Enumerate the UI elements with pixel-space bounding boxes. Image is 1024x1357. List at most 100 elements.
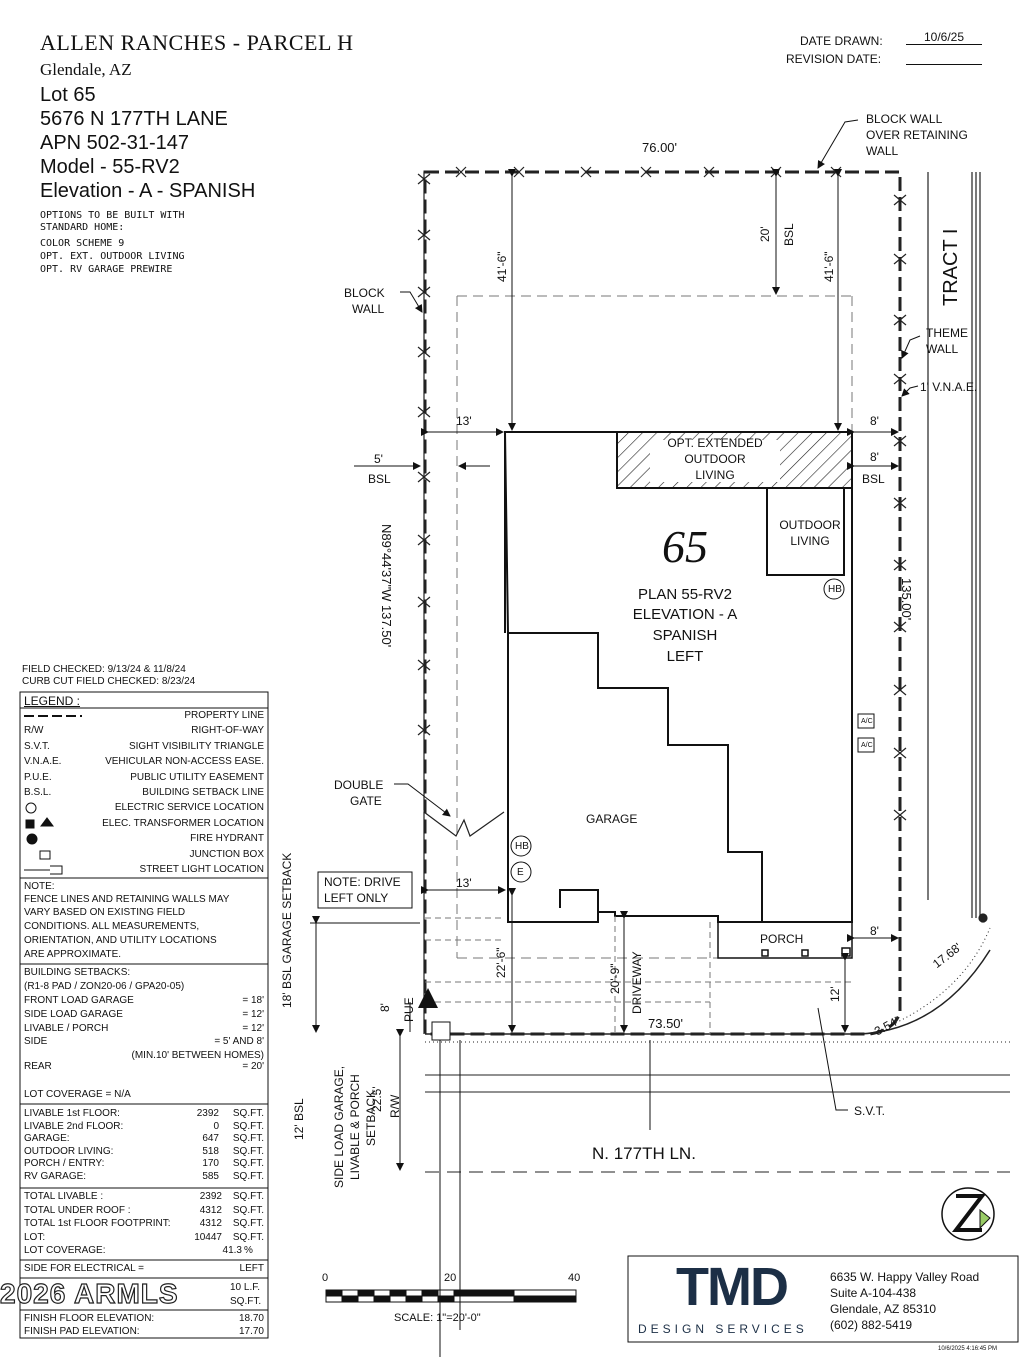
legend-desc: PUBLIC UTILITY EASEMENT [130, 771, 264, 783]
legend-row: V.N.A.E.VEHICULAR NON-ACCESS EASE. [24, 756, 264, 771]
e-label: E [517, 867, 524, 878]
dim-side-bsl-left: 5' [374, 452, 383, 466]
double-gate-label: DOUBLE [334, 778, 384, 792]
dim-rear-bsl-label: BSL [782, 223, 796, 246]
driveway-label: DRIVEWAY [630, 951, 644, 1014]
block-wall-top-label: BLOCK WALL [866, 112, 943, 126]
hidden-row-value: SQ.FT. [230, 1296, 262, 1307]
outdoor-living-box [766, 487, 845, 576]
options-sub: STANDARD HOME: [40, 222, 125, 233]
scale-bar [325, 1289, 577, 1303]
theme-wall-label: WALL [926, 342, 959, 356]
note-drive-text: NOTE: DRIVE [324, 875, 401, 889]
legend-code: R/W [24, 725, 44, 737]
company-box [627, 1255, 1019, 1343]
dim-side-right-top: 8' [870, 414, 879, 428]
note-line: CONDITIONS. ALL MEASUREMENTS, [24, 921, 200, 932]
elevation-row: FINISH PAD ELEVATION:17.70 [24, 1326, 264, 1337]
side-load-bsl: 12' BSL [292, 1098, 306, 1140]
revision-date-value [906, 50, 982, 65]
note-drive-text: LEFT ONLY [324, 891, 389, 905]
house-footprint [503, 431, 853, 923]
leader-lines [394, 119, 921, 1111]
legend-desc: RIGHT-OF-WAY [191, 725, 264, 737]
legend-desc: ELECTRIC SERVICE LOCATION [114, 802, 264, 814]
legend-row: B.S.L. BUILDING SETBACK LINE [24, 787, 264, 802]
property-line [423, 170, 902, 1036]
pue-label: PUE [402, 997, 416, 1022]
dim-side-left-lower: 13' [456, 876, 472, 890]
dim-front-left: 22'-6" [494, 947, 508, 978]
dim-side-right-bsl: BSL [862, 472, 885, 486]
legend-desc: FIRE HYDRANT [190, 833, 264, 845]
garage-label: GARAGE [586, 812, 638, 826]
outdoor-living-label: OUTDOOR [779, 518, 841, 532]
street [425, 927, 1010, 1173]
legend-row: S.V.T.SIGHT VISIBILITY TRIANGLE [24, 741, 264, 756]
transformer-symbol [418, 988, 438, 1008]
legend-row: PROPERTY LINE [24, 710, 264, 725]
dim-left-bearing: N89°44'37"W 137.50' [379, 524, 394, 648]
apn: APN 502-31-147 [40, 132, 189, 154]
scale-tick: 0 [322, 1272, 329, 1284]
setback-row: SIDE LOAD GARAGE= 12' [24, 1008, 264, 1020]
theme-wall-label: THEME [926, 326, 968, 340]
date-drawn-label: DATE DRAWN: [800, 34, 883, 48]
opt-outdoor-label: LIVING [695, 468, 735, 482]
legend-row: ELECTRIC SERVICE LOCATION [24, 802, 264, 817]
revision-date-label: REVISION DATE: [786, 52, 882, 66]
legend-row: R/W RIGHT-OF-WAY [24, 725, 264, 740]
company-tagline: DESIGN SERVICES [638, 1322, 808, 1336]
legend-code: V.N.A.E. [24, 756, 62, 768]
dim-driveway: 20'-9" [608, 963, 622, 994]
setbacks-sub: (R1-8 PAD / ZON20-06 / GPA20-05) [24, 981, 185, 992]
plan-label: PLAN 55-RV2 [638, 586, 732, 603]
block-wall-top-label: OVER RETAINING [866, 128, 968, 142]
legend-row: P.U.E. PUBLIC UTILITY EASEMENT [24, 772, 264, 787]
ac-label-1: A/C [861, 718, 873, 725]
date-drawn-value: 10/6/25 [906, 30, 982, 45]
legend-list: PROPERTY LINE R/W RIGHT-OF-WAY S.V.T.SIGH… [24, 710, 264, 879]
project-title: ALLEN RANCHES - PARCEL H [40, 30, 354, 55]
opt-outdoor-label: OUTDOOR [684, 452, 746, 466]
dim-side-right-low: 8' [870, 924, 879, 938]
print-stamp: 10/6/2025 4:16:45 PM [938, 1346, 998, 1352]
plan-label: SPANISH [652, 627, 718, 644]
legend-code: B.S.L. [24, 786, 52, 798]
theme-wall-right-marks [893, 194, 907, 821]
block-wall-top-label: WALL [866, 144, 899, 158]
north-arrow [941, 1187, 995, 1241]
block-wall-left-label: BLOCK [344, 286, 385, 300]
legend-desc: BUILDING SETBACK LINE [142, 786, 264, 798]
plan-label: ELEVATION - A [632, 606, 738, 623]
legend-desc: SIGHT VISIBILITY TRIANGLE [128, 740, 264, 752]
setback-row: REAR= 20' [24, 1061, 264, 1073]
dim-front-small: 8' [378, 1003, 392, 1012]
hb-label-left: HB [515, 841, 529, 852]
project-city: Glendale, AZ [40, 60, 132, 79]
tract-boundary [927, 172, 988, 923]
legend-desc: STREET LIGHT LOCATION [139, 863, 264, 875]
legend-code: P.U.E. [24, 771, 52, 783]
legend-title: LEGEND : [24, 694, 81, 708]
double-gate-label: GATE [350, 794, 382, 808]
dim-top: 76.00' [642, 140, 678, 155]
tract-label: TRACT I [940, 228, 962, 306]
electrical-label: SIDE FOR ELECTRICAL = [24, 1263, 144, 1274]
legend-desc: ELEC. TRANSFORMER LOCATION [102, 817, 264, 829]
info-panel-borders [19, 691, 269, 1339]
note-line: ORIENTATION, AND UTILITY LOCATIONS [24, 935, 217, 946]
scale-label: SCALE: 1"=20'-0" [394, 1312, 481, 1324]
legend-desc: JUNCTION BOX [189, 848, 264, 860]
double-gate [423, 811, 505, 1034]
elevation-row: FINISH FLOOR ELEVATION:18.70 [24, 1313, 264, 1324]
company-phone: (602) 882-5419 [830, 1318, 913, 1332]
ac-unit-1 [857, 713, 875, 729]
ac-unit-2 [857, 737, 875, 753]
porch-label: PORCH [760, 932, 804, 946]
